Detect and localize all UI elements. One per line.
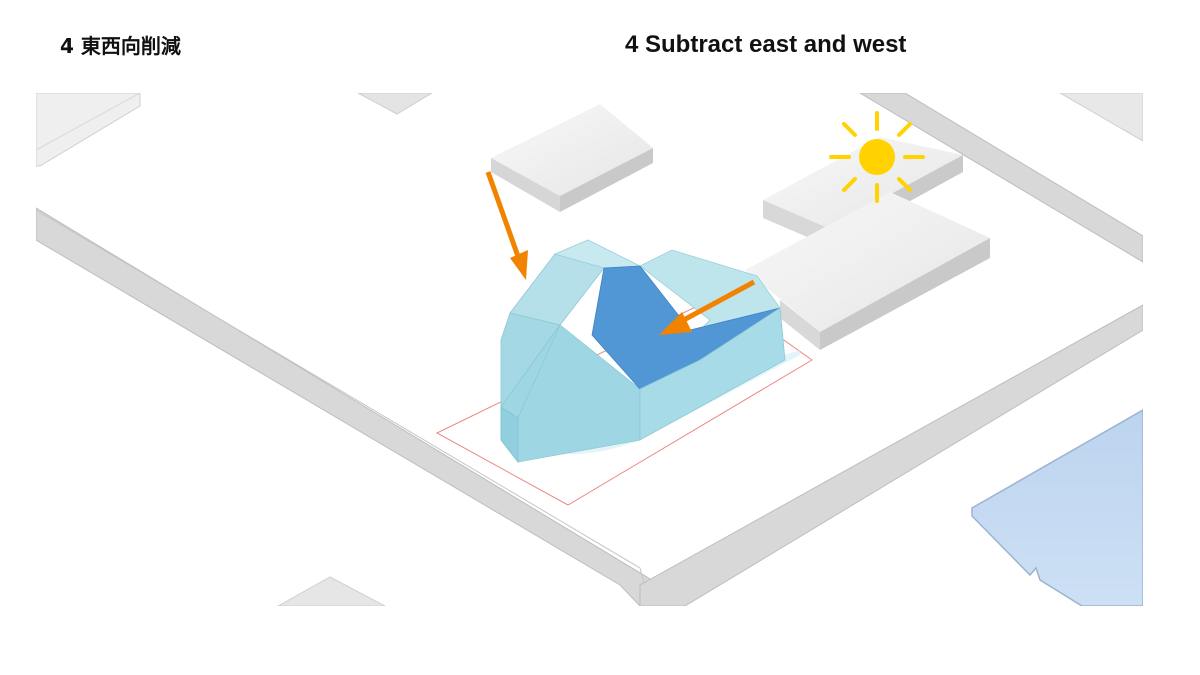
title-chinese: 4 東西向削減 bbox=[60, 34, 181, 58]
water-area bbox=[971, 409, 1143, 606]
neighbor-building-east-lower bbox=[745, 192, 990, 350]
arrow-icon bbox=[485, 171, 528, 280]
arrow-icon-east bbox=[659, 279, 756, 335]
title-english: 4 Subtract east and west bbox=[625, 31, 907, 58]
neighbor-building-north bbox=[491, 104, 653, 212]
road-network bbox=[36, 93, 1143, 606]
sun-icon bbox=[829, 111, 925, 203]
